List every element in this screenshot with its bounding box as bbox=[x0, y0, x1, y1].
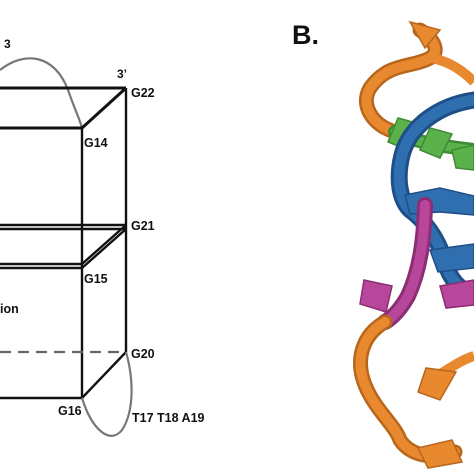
panel-b-label: B. bbox=[292, 20, 319, 50]
middle-diagonal-1 bbox=[81, 224, 127, 265]
green-block-right bbox=[451, 144, 474, 171]
middle-diagonal-2 bbox=[81, 228, 127, 269]
panel-a-schematic: 3 3’ G22 G14 G21 G15 ion G20 G16 T17 T bbox=[0, 37, 205, 437]
magenta-strand-face bbox=[380, 200, 430, 327]
bottom-loop-curve bbox=[80, 351, 133, 437]
label-g16: G16 bbox=[58, 404, 82, 418]
top-loop-curve bbox=[0, 57, 84, 129]
prime-3-label: 3’ bbox=[117, 67, 127, 81]
top-right-diagonal bbox=[80, 86, 128, 130]
label-g21: G21 bbox=[131, 219, 155, 233]
orange-block-bottom bbox=[416, 439, 464, 469]
label-g20: G20 bbox=[131, 347, 155, 361]
magenta-block-right bbox=[439, 279, 474, 309]
panel-b-ribbon-structure: B. bbox=[292, 20, 474, 469]
fragment-label: ion bbox=[0, 302, 19, 316]
orange-top-right-stem bbox=[430, 53, 474, 86]
blue-block-lower bbox=[428, 243, 474, 273]
orange-arrowhead-bottom bbox=[417, 367, 458, 401]
green-arrowhead-mid bbox=[418, 127, 454, 159]
orange-strand-top-face bbox=[361, 25, 441, 137]
label-loop-t17-t18-a19: T17 T18 A19 bbox=[132, 411, 205, 425]
magenta-arrowhead-left bbox=[359, 279, 393, 313]
bottom-diagonal bbox=[81, 351, 127, 399]
label-g22: G22 bbox=[131, 86, 155, 100]
label-g15: G15 bbox=[84, 272, 108, 286]
blue-block-upper bbox=[404, 187, 474, 216]
label-g14: G14 bbox=[84, 136, 108, 150]
orange-top-arrowhead bbox=[408, 20, 442, 50]
loop-top-number: 3 bbox=[4, 37, 11, 51]
